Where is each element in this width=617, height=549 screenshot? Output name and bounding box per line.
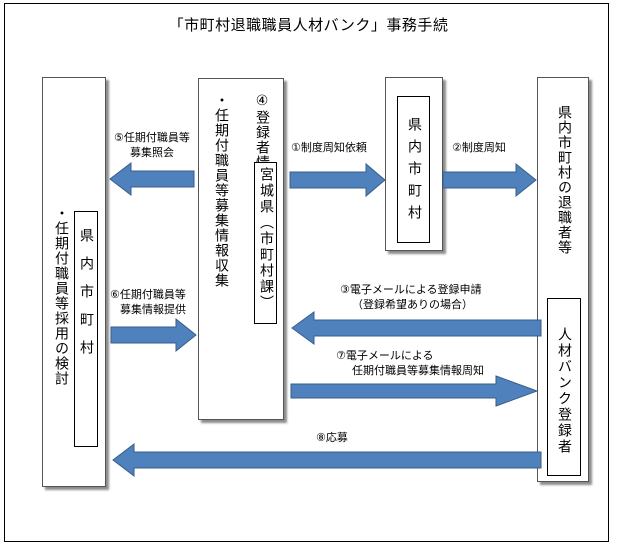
arrow-1-label: ①制度周知依頼: [291, 141, 367, 154]
diagram-title: 「市町村退職職員人材バンク」事務手続: [168, 16, 449, 34]
arrow-6-label-1: ⑥任期付職員等: [110, 288, 186, 301]
arrow-7: [290, 375, 539, 407]
arrow-5-label-1: ⑤任期付職員等: [114, 131, 190, 144]
arrow-8: [112, 442, 542, 478]
left-box: ・任期付職員等採用の検討 県内市町村: [42, 77, 106, 487]
center-box: ④登録者情報とりまとめ ・任期付職員等募集情報収集 宮城県（市町村課）: [198, 78, 284, 420]
mid-right-inner-text: 県内市町村: [406, 117, 422, 227]
arrow-6: [110, 317, 197, 353]
arrow-1: [289, 162, 386, 198]
arrow-5: [109, 161, 195, 197]
left-box-text: ・任期付職員等採用の検討: [53, 206, 69, 386]
right-box: 県内市町村の退職者等 人材バンク登録者: [537, 77, 589, 482]
left-inner-box: 県内市町村: [74, 211, 98, 447]
right-inner-text: 人材バンク登録者: [556, 327, 572, 455]
right-inner-box: 人材バンク登録者: [547, 298, 581, 476]
arrow-5-label-2: 募集照会: [130, 146, 174, 159]
left-inner-text: 県内市町村: [78, 228, 94, 368]
arrow-3-label-2: （登録希望ありの場合）: [352, 298, 473, 311]
arrow-7-label-1: ⑦電子メールによる: [336, 349, 434, 362]
center-text-2: ・任期付職員等募集情報収集: [213, 93, 229, 288]
arrow-2-label: ②制度周知: [452, 141, 506, 154]
arrow-2: [442, 162, 537, 198]
center-inner-text: 宮城県（市町村課）: [258, 167, 274, 311]
arrow-6-label-2: 募集情報提供: [120, 303, 186, 316]
arrow-8-label: ⑧応募: [316, 431, 348, 444]
mid-right-box: 県内市町村: [385, 77, 443, 251]
arrow-3: [291, 311, 542, 345]
diagram-frame: [4, 3, 609, 542]
arrow-3-label-1: ③電子メールによる登録申請: [340, 283, 482, 296]
center-inner-box: 宮城県（市町村課）: [254, 162, 277, 324]
right-box-text: 県内市町村の退職者等: [556, 105, 572, 255]
arrow-7-label-2: 任期付職員等募集情報周知: [352, 364, 484, 377]
mid-right-inner-box: 県内市町村: [397, 96, 430, 243]
